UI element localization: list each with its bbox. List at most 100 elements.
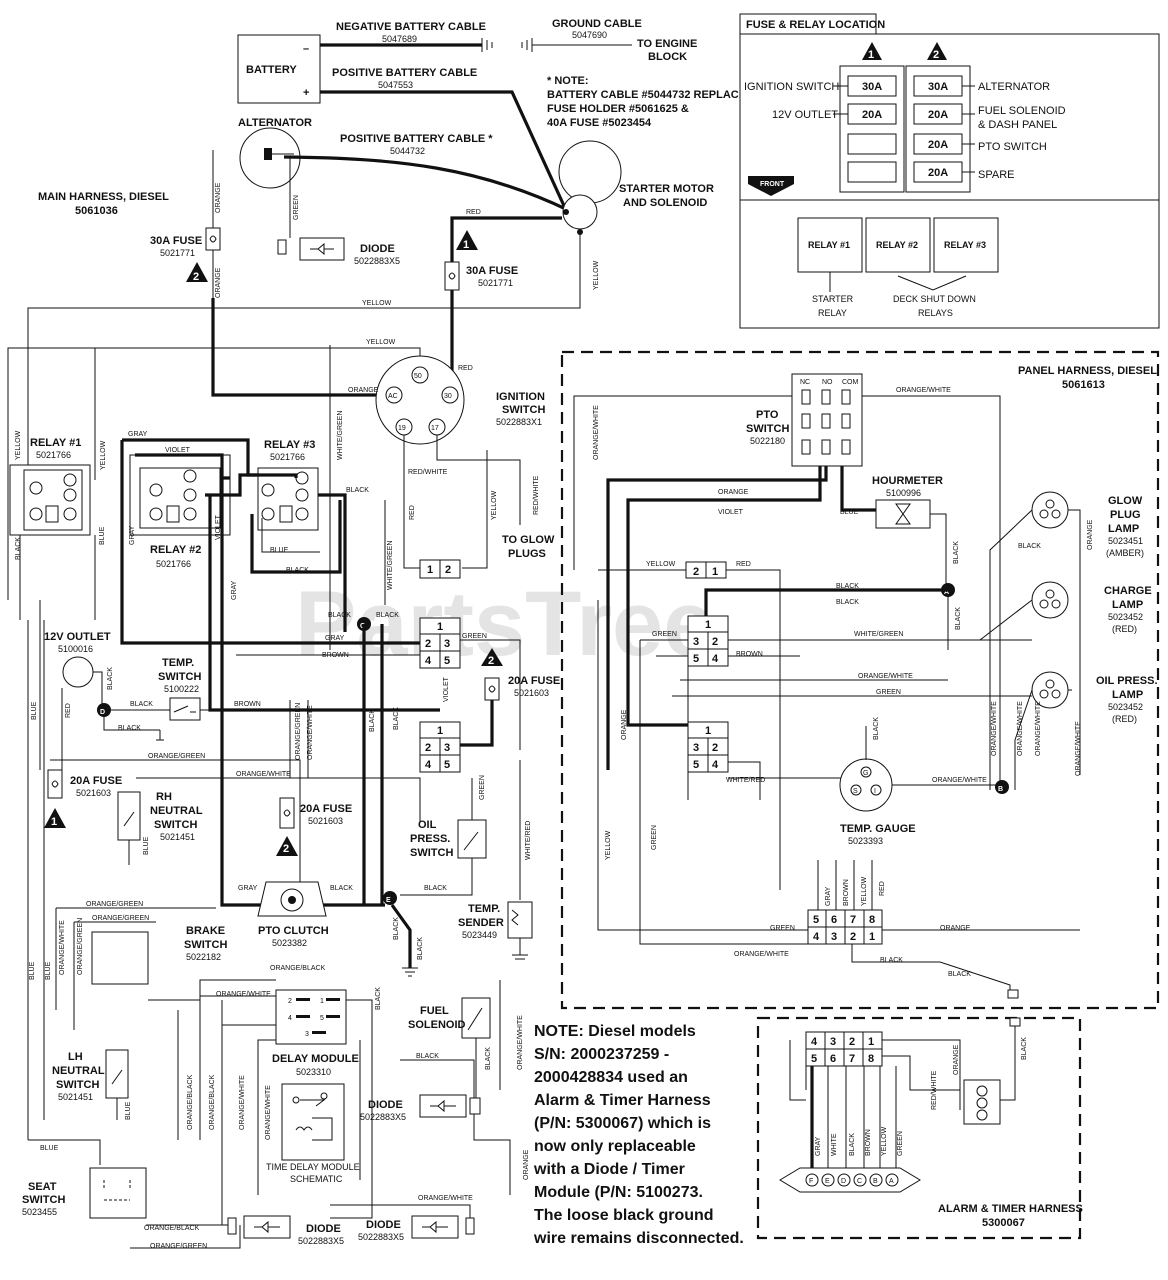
svg-text:LAMP: LAMP [1112,599,1143,611]
svg-text:D: D [100,709,105,716]
svg-text:ORANGE: ORANGE [940,925,971,932]
svg-text:1: 1 [51,816,57,828]
svg-text:AC: AC [388,393,398,400]
svg-text:E: E [386,897,391,904]
svg-text:ORANGE/WHITE: ORANGE/WHITE [236,771,291,778]
starter-motor [558,140,622,204]
ground-cable-label: GROUND CABLE [552,18,642,30]
svg-text:2: 2 [693,566,699,578]
panel-harness-box [560,350,1160,1010]
node-e [383,891,397,905]
charge-lamp [1031,581,1069,619]
svg-text:SCHEMATIC: SCHEMATIC [290,1174,343,1184]
orange-main-wire [211,298,390,397]
svg-text:BLUE: BLUE [40,1145,59,1152]
svg-text:RELAY #2: RELAY #2 [876,240,918,250]
svg-text:5: 5 [444,655,450,667]
svg-text:GREEN: GREEN [293,195,300,220]
svg-text:WHITE/GREEN: WHITE/GREEN [387,541,394,590]
svg-text:FUSE HOLDER #5061625 &: FUSE HOLDER #5061625 & [547,103,689,115]
diode-top [299,237,345,261]
main-harness-label: MAIN HARNESS, DIESEL [38,191,169,203]
svg-text:DECK SHUT DOWN: DECK SHUT DOWN [893,294,976,304]
fuse-slot: 30A [928,81,948,93]
panel-harness-label: PANEL HARNESS, DIESEL [1018,365,1157,377]
svg-text:5061613: 5061613 [1062,379,1105,391]
svg-text:BROWN: BROWN [736,651,763,658]
svg-text:5100996: 5100996 [886,488,921,498]
svg-text:ORANGE: ORANGE [1087,519,1094,550]
svg-text:WHITE/RED: WHITE/RED [525,821,532,860]
svg-text:ORANGE/WHITE: ORANGE/WHITE [734,951,789,958]
svg-text:5021603: 5021603 [76,788,111,798]
svg-text:SWITCH: SWITCH [56,1079,99,1091]
svg-text:2: 2 [283,843,289,855]
svg-text:17: 17 [431,425,439,432]
svg-text:PRESS.: PRESS. [410,833,450,845]
svg-text:RED/WHITE: RED/WHITE [931,1070,938,1110]
glow-lamp-label: GLOW [1108,495,1143,507]
svg-text:4: 4 [425,759,432,771]
svg-text:BLUE: BLUE [99,526,106,545]
svg-text:VIOLET: VIOLET [215,514,222,540]
svg-text:BLACK: BLACK [1018,543,1041,550]
svg-text:GREEN: GREEN [651,825,658,850]
svg-text:PLUG: PLUG [1110,509,1141,521]
seat-switch [89,1167,147,1219]
svg-text:4: 4 [288,1015,292,1022]
svg-text:(AMBER): (AMBER) [1106,548,1144,558]
fuse-20a-a [484,677,500,701]
to-glow-label: TO GLOW [502,534,555,546]
svg-text:5: 5 [693,653,699,665]
svg-text:RELAY: RELAY [818,308,847,318]
fuse-20a-b-label: 20A FUSE [70,775,122,787]
svg-text:WHITE/GREEN: WHITE/GREEN [337,411,344,460]
temp-switch [169,697,201,721]
delay-module-label: DELAY MODULE [272,1053,359,1065]
svg-text:ORANGE/GREEN: ORANGE/GREEN [77,918,84,975]
alternator-battery-wire [283,155,569,212]
svg-text:BLACK: BLACK [118,725,141,732]
svg-text:BLACK: BLACK [346,487,369,494]
fuse-30a-left [205,227,221,251]
svg-text:C: C [857,1178,862,1185]
svg-text:2: 2 [712,636,718,648]
relay-2: RELAY #2 5021766 [129,454,231,569]
svg-text:2: 2 [193,271,199,283]
svg-text:2000428834 used an: 2000428834 used an [534,1069,688,1086]
svg-text:30: 30 [444,393,452,400]
svg-text:STARTER: STARTER [812,294,854,304]
lh-neutral-switch [105,1049,129,1099]
alarm-harness-box [756,1016,1082,1240]
svg-text:E: E [825,1178,830,1185]
svg-text:BLACK: BLACK [880,957,903,964]
svg-text:BLUE: BLUE [29,961,36,980]
svg-text:BLACK: BLACK [375,987,382,1010]
relay-3-label: RELAY #3 [264,439,315,451]
svg-text:5: 5 [320,1015,324,1022]
main-harness-pn: 5061036 [75,205,118,217]
negative-cable-label: NEGATIVE BATTERY CABLE [336,21,486,33]
oil-lamp-label: OIL PRESS. [1096,675,1158,687]
fuse-label: FUEL SOLENOID [978,105,1066,117]
svg-text:1: 1 [463,239,469,251]
time-delay-schematic [281,1083,345,1161]
svg-text:5300067: 5300067 [982,1217,1025,1229]
to-engine-label: TO ENGINE [637,38,697,50]
svg-text:BLACK: BLACK [286,567,309,574]
svg-text:3: 3 [693,636,699,648]
svg-text:D: D [841,1178,846,1185]
svg-text:LAMP: LAMP [1108,523,1139,535]
fuel-solenoid-label: FUEL [420,1005,449,1017]
svg-text:BLACK: BLACK [393,707,400,730]
svg-text:ORANGE/WHITE: ORANGE/WHITE [1017,701,1024,756]
connector-5pin-lower: 1 2 3 4 5 [419,721,461,773]
positive-cable-pn: 5047553 [378,80,413,90]
svg-text:VIOLET: VIOLET [718,509,744,516]
tdm-label: TIME DELAY MODULE [266,1162,360,1172]
relay-2-label: RELAY #2 [150,544,201,556]
ignition-label: IGNITION [496,391,545,403]
svg-text:BLACK: BLACK [1021,1037,1028,1060]
svg-text:BLACK: BLACK [416,1053,439,1060]
svg-text:ORANGE/WHITE: ORANGE/WHITE [1035,701,1042,756]
